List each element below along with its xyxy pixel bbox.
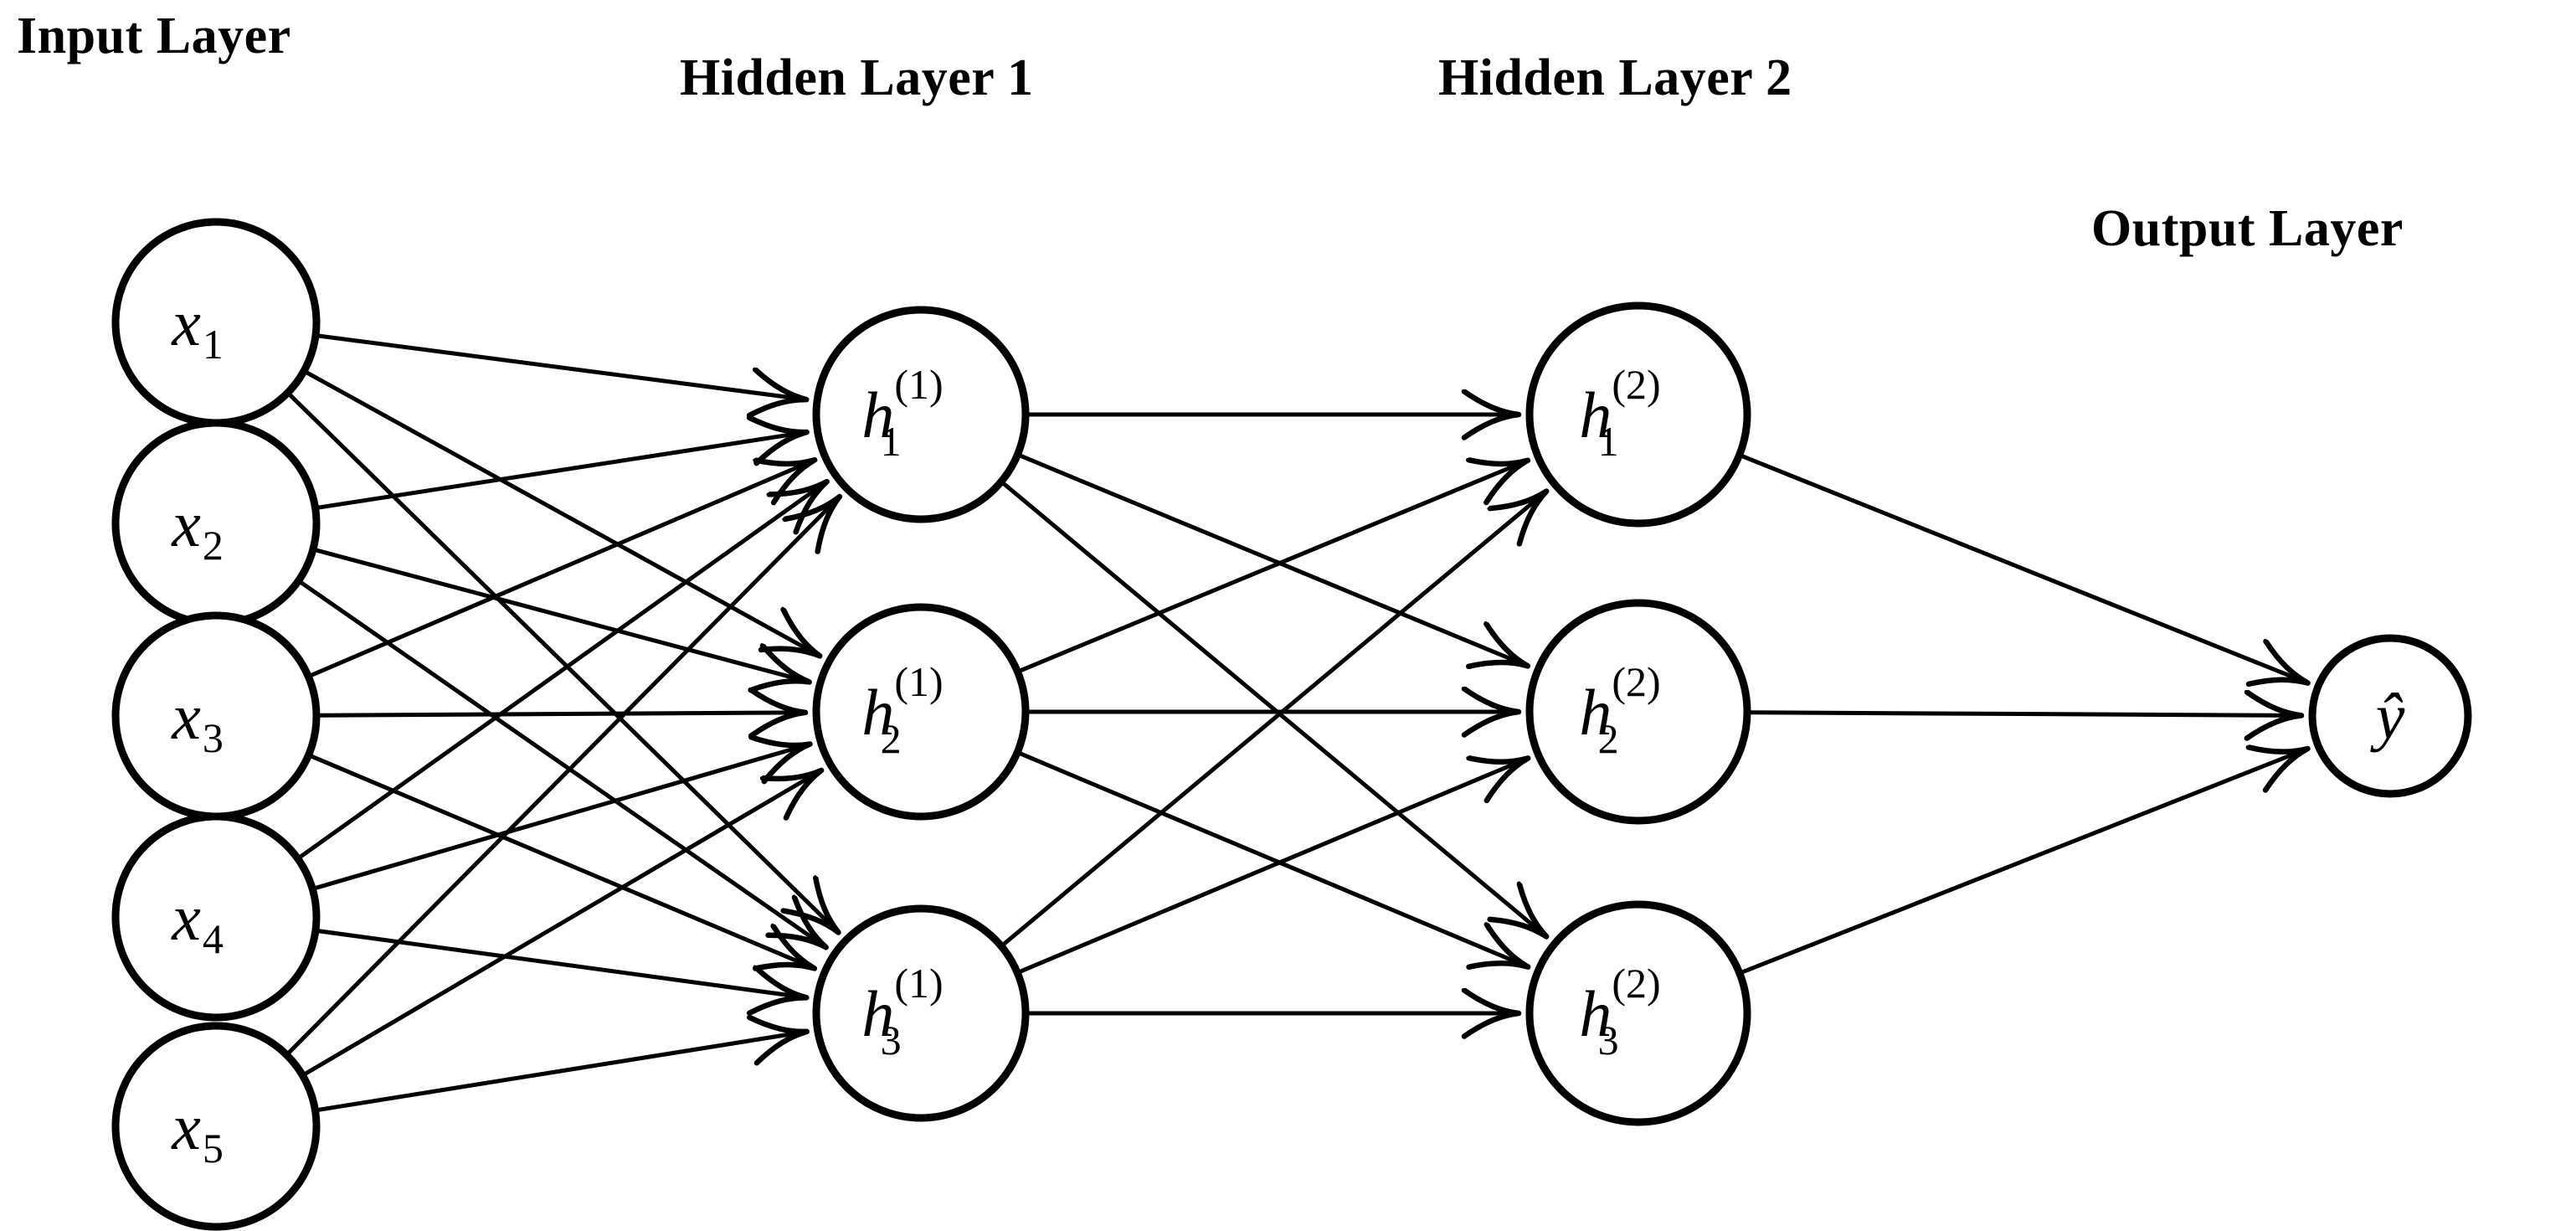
hidden-layer-1-label: Hidden Layer 1 [680,49,1034,106]
node-x3[interactable]: x3 [111,611,321,821]
node-label-x4: x4 [171,881,224,963]
node-label-h2_1: h(1)2 [861,658,943,762]
edge-h1_2-to-yhat [1741,454,2304,682]
edge-h3_1-to-h2_2 [1019,760,1525,974]
edge-x5-to-h3_1 [318,1033,802,1112]
node-circle-h1_1[interactable] [812,306,1030,523]
node-circle-yhat[interactable] [2308,634,2472,798]
edge-h1_1-to-h3_2 [1002,482,1543,935]
node-label-x2: x2 [171,487,224,569]
node-x5[interactable]: x5 [111,1022,321,1231]
node-h3_1[interactable]: h(1)3 [812,904,1030,1122]
edge-x4-to-h1_1 [299,484,824,859]
edge-x2-to-h1_1 [318,433,803,510]
node-h3_2[interactable]: h(2)3 [1525,900,1751,1126]
hidden-layer-2-label: Hidden Layer 2 [1438,49,1792,106]
node-circle-x5[interactable] [111,1022,321,1231]
edge-h2_1-to-h3_2 [1019,751,1525,966]
node-x1[interactable]: x1 [111,218,321,427]
edge-x3-to-h2_1 [319,713,801,715]
node-x4[interactable]: x4 [111,812,321,1022]
node-h2_1[interactable]: h(1)2 [812,603,1030,821]
node-h2_2[interactable]: h(2)2 [1525,599,1751,825]
edge-x2-to-h2_1 [316,548,805,681]
node-label-yhat: ŷ [2370,680,2405,753]
node-label-x1: x1 [171,286,224,368]
node-label-h1_2: h(2)1 [1579,361,1660,465]
node-circle-h2_1[interactable] [812,603,1030,821]
node-label-x3: x3 [171,680,224,762]
edge-x1-to-h3_1 [288,393,836,930]
edge-x5-to-h1_1 [287,500,836,1054]
node-label-h1_1: h(1)1 [861,361,943,465]
edges-group [287,333,2304,1112]
edge-x1-to-h2_1 [306,370,816,654]
node-label-h3_2: h(2)3 [1579,960,1660,1064]
edge-x3-to-h1_1 [311,461,810,677]
node-circle-h1_2[interactable] [1525,301,1751,528]
edge-x3-to-h3_1 [311,754,810,966]
edge-x4-to-h3_1 [318,929,802,997]
node-x2[interactable]: x2 [111,419,321,628]
node-circle-x4[interactable] [111,812,321,1022]
node-yhat[interactable]: ŷ [2308,634,2472,798]
nodes-group: x1 x2 x3 x4 x5 h(1)1 h(1)2 h(1)3 h(2)1 h(2)2 h(2)3… [111,218,2472,1231]
node-h1_2[interactable]: h(2)1 [1525,301,1751,528]
output-layer-label: Output Layer [2091,200,2404,257]
node-label-x5: x5 [171,1090,224,1172]
edge-h3_1-to-h1_2 [1002,494,1543,946]
node-h1_1[interactable]: h(1)1 [812,306,1030,523]
edge-h2_2-to-yhat [1750,713,2297,716]
edge-x5-to-h2_1 [304,772,818,1076]
node-label-h3_1: h(1)3 [861,960,943,1064]
node-label-h2_2: h(2)2 [1579,658,1660,762]
edge-x1-to-h1_1 [318,333,802,399]
input-layer-label: Input Layer [17,8,291,64]
edge-h3_2-to-yhat [1741,750,2304,975]
node-circle-h3_2[interactable] [1525,900,1751,1126]
edge-x4-to-h2_1 [315,745,806,890]
node-circle-h3_1[interactable] [812,904,1030,1122]
node-circle-h2_2[interactable] [1525,599,1751,825]
edge-h2_1-to-h1_2 [1020,462,1524,672]
edge-h1_1-to-h2_2 [1020,454,1524,664]
